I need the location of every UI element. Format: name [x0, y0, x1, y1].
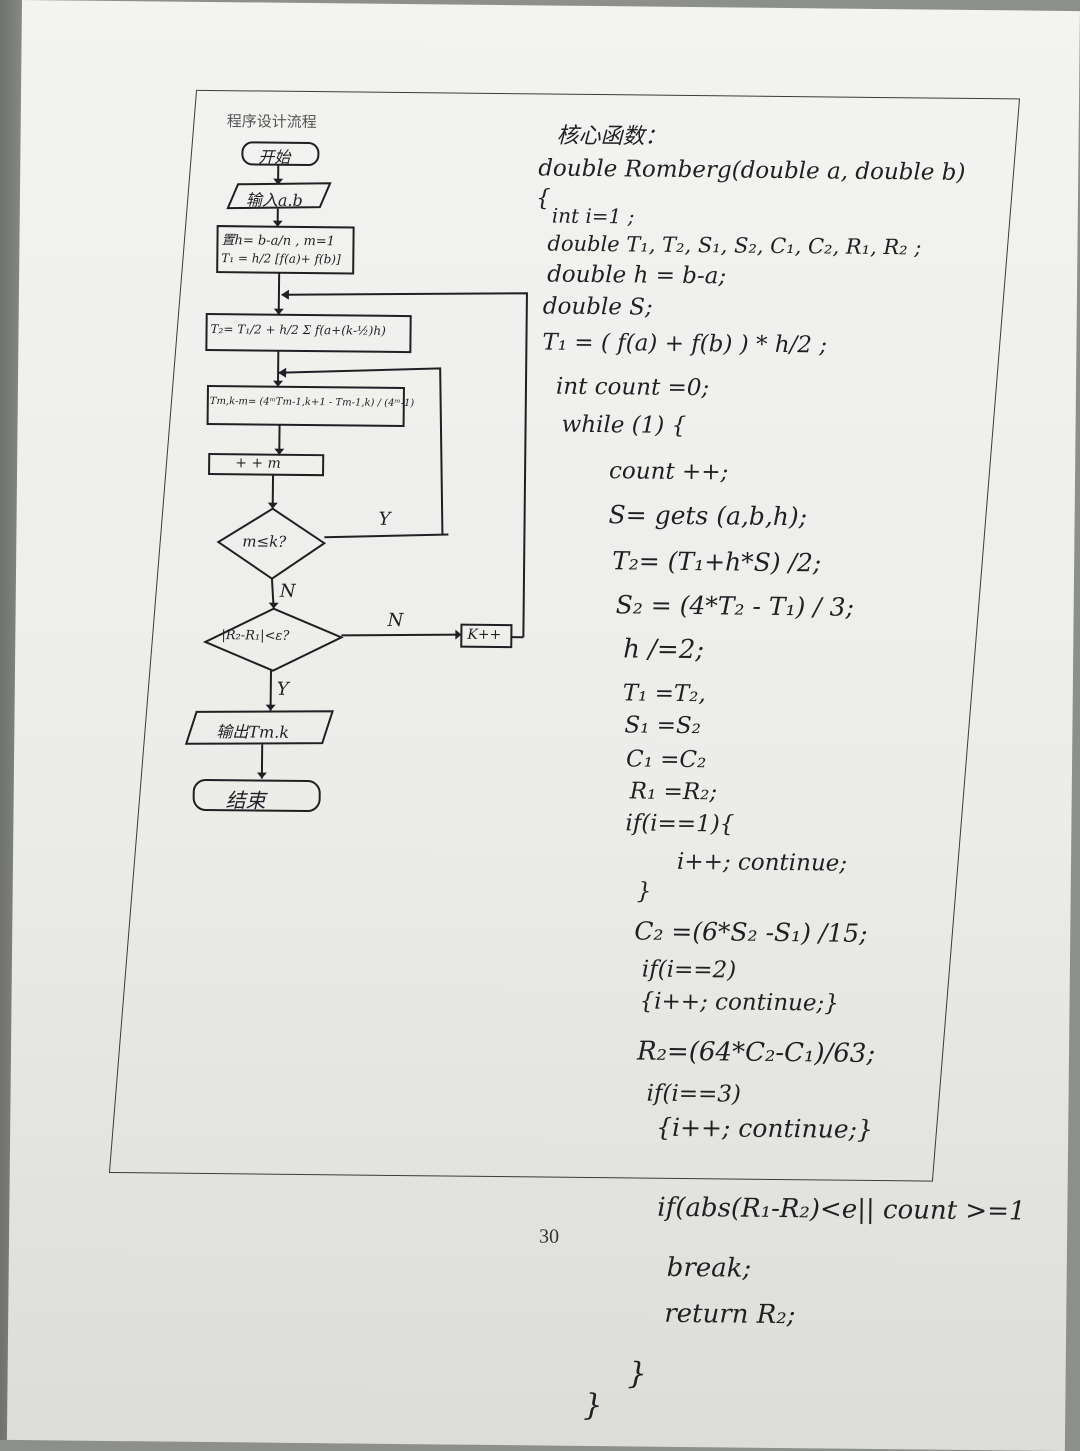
cond-m-yes-label: Y: [378, 509, 390, 530]
code-line: }: [627, 1356, 646, 1391]
code-line: C₁ =C₂: [626, 746, 707, 773]
t2-label: T₂= T₁/2 + h/2 Σ f(a+(k-½)h): [210, 322, 385, 338]
code-line: break;: [667, 1253, 752, 1284]
code-line: S₂ = (4*T₂ - T₁) / 3;: [616, 590, 855, 621]
code-line: while (1) {: [561, 412, 686, 439]
cond-m-no-label: N: [280, 581, 296, 602]
code-line: double h = b-a;: [547, 262, 726, 290]
code-line: h /=2;: [623, 634, 704, 665]
romberg-label: Tm,k-m= (4ᵐTm-1,k+1 - Tm-1,k) / (4ᵐ-1): [210, 396, 415, 409]
code-line: int count =0;: [556, 374, 710, 402]
cond-err-yes-label: Y: [277, 679, 289, 700]
code-line: if(abs(R₁-R₂)<e|| count >=1: [657, 1193, 1025, 1227]
code-line: {i++; continue;}: [656, 1113, 873, 1144]
code-line: if(i==1){: [625, 810, 734, 837]
code-line: }: [583, 1388, 602, 1423]
arrowhead-err: [269, 603, 279, 609]
code-line: if(i==3): [646, 1081, 741, 1108]
code-line: {: [536, 185, 551, 211]
code-title: 核心函数：: [556, 118, 666, 151]
inc-k-label: K++: [467, 627, 501, 643]
code-line: return R₂;: [664, 1299, 796, 1330]
code-line: T₁ = ( f(a) + f(b) ) * h/2 ;: [542, 329, 827, 358]
paper-sheet: 程序设计流程: [7, 0, 1080, 1451]
input-label: 输入a.b: [246, 186, 303, 211]
start-label: 开始: [258, 143, 290, 167]
inc-m-label: + + m: [235, 455, 281, 471]
code-line: double S;: [543, 293, 653, 320]
code-line: S= gets (a,b,h);: [608, 500, 807, 531]
code-line: S₁ =S₂: [624, 712, 701, 739]
cond-err-label: |R₂-R₁|<ε?: [221, 628, 289, 644]
code-line: {i++; continue;}: [639, 989, 839, 1017]
arrowhead-end: [257, 773, 267, 779]
arrowhead-mloop: [278, 368, 286, 378]
code-line: if(i==2): [642, 957, 737, 984]
init-label-1: 置h= b-a/n , m=1: [221, 229, 335, 249]
init-label-2: T₁ = h/2 [f(a)+ f(b)]: [221, 251, 341, 266]
loop-k-line: [279, 291, 527, 638]
page-number: 30: [539, 1225, 559, 1248]
arrowhead-kloop: [281, 290, 289, 300]
code-line: T₂= (T₁+h*S) /2;: [612, 546, 821, 577]
cond-err-no-line: [341, 633, 461, 636]
code-line: i++; continue;: [677, 849, 847, 877]
arrowhead-output: [266, 705, 276, 711]
code-line: C₂ =(6*S₂ -S₁) /15;: [634, 916, 868, 947]
code-line: double Romberg(double a, double b): [538, 155, 965, 185]
code-line: R₁ =R₂;: [630, 778, 718, 805]
code-line: int i=1 ;: [552, 204, 635, 229]
cond-err-no-label: N: [387, 610, 403, 631]
loop-m-line: [276, 367, 444, 535]
code-line: count ++;: [609, 458, 728, 485]
cond-m-label: m≤k?: [242, 532, 286, 550]
cond-m-yes-line: [324, 533, 448, 538]
arrowhead-cond: [268, 503, 278, 509]
code-line: T₁ =T₂,: [623, 680, 706, 707]
end-label: 结束: [225, 784, 265, 813]
code-line: R₂=(64*C₂-C₁)/63;: [637, 1036, 875, 1068]
output-label: 输出Tm.k: [216, 718, 289, 743]
code-line: double T₁, T₂, S₁, S₂, C₁, C₂, R₁, R₂ ;: [547, 232, 921, 260]
code-line: }: [637, 878, 652, 904]
